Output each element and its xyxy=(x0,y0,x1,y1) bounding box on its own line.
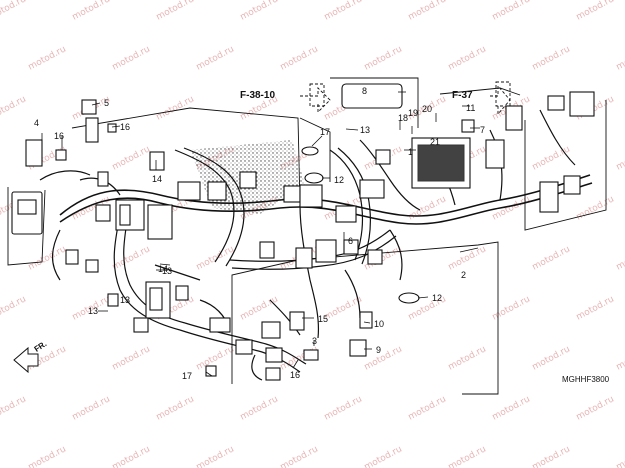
reference-label-left: F-38-10 xyxy=(240,90,276,101)
callout-14: 14 xyxy=(152,174,163,184)
watermark-text: motod.ru xyxy=(0,294,28,322)
callout-15: 15 xyxy=(318,314,329,324)
connectors xyxy=(11,83,595,381)
watermark-text: motod.ru xyxy=(615,444,625,468)
callout-8: 8 xyxy=(362,86,368,96)
watermark-text: motod.ru xyxy=(407,394,448,422)
callout-2: 2 xyxy=(461,270,467,280)
callout-16: 16 xyxy=(120,122,131,132)
callout-21: 21 xyxy=(430,137,441,147)
watermark-text: motod.ru xyxy=(0,94,28,122)
callout-9: 9 xyxy=(376,345,382,355)
watermark-text: motod.ru xyxy=(71,394,112,422)
watermark-text: motod.ru xyxy=(323,394,364,422)
callout-17: 17 xyxy=(320,127,331,137)
watermark-text: motod.ru xyxy=(531,144,572,172)
watermark-text: motod.ru xyxy=(447,244,488,272)
callout-13: 13 xyxy=(162,266,173,276)
callout-3: 3 xyxy=(312,336,318,346)
callout-4: 4 xyxy=(34,118,40,128)
watermark-text: motod.ru xyxy=(239,0,280,23)
callout-10: 10 xyxy=(374,319,385,329)
watermark-text: motod.ru xyxy=(0,0,28,23)
watermark-text: motod.ru xyxy=(407,0,448,23)
watermark-text: motod.ru xyxy=(491,294,532,322)
watermark-text: motod.ru xyxy=(155,0,196,23)
watermark-text: motod.ru xyxy=(195,44,236,72)
callout-7: 7 xyxy=(480,125,486,135)
watermark-text: motod.ru xyxy=(323,0,364,23)
callout-12: 12 xyxy=(432,293,443,303)
watermark-text: motod.ru xyxy=(195,444,236,468)
watermark-text: motod.ru xyxy=(155,394,196,422)
watermark-text: motod.ru xyxy=(447,344,488,372)
watermark-text: motod.ru xyxy=(111,344,152,372)
watermark-text: motod.ru xyxy=(279,44,320,72)
callout-12: 12 xyxy=(334,175,345,185)
watermark-text: motod.ru xyxy=(531,444,572,468)
watermark-text: motod.ru xyxy=(111,444,152,468)
watermark-text: motod.ru xyxy=(575,194,616,222)
watermark-text: motod.ru xyxy=(111,44,152,72)
watermark-text: motod.ru xyxy=(279,444,320,468)
callout-6: 6 xyxy=(348,236,354,246)
watermark-text: motod.ru xyxy=(531,344,572,372)
callout-13: 13 xyxy=(120,295,131,305)
callout-13: 13 xyxy=(360,125,371,135)
watermark-text: motod.ru xyxy=(155,94,196,122)
callout-16: 16 xyxy=(54,131,65,141)
watermark-text: motod.ru xyxy=(363,44,404,72)
watermark-text: motod.ru xyxy=(71,0,112,23)
watermark-text: motod.ru xyxy=(27,44,68,72)
watermark-text: motod.ru xyxy=(615,144,625,172)
watermark-text: motod.ru xyxy=(0,394,28,422)
watermark-text: motod.ru xyxy=(239,294,280,322)
watermark-text: motod.ru xyxy=(575,0,616,23)
watermark-text: motod.ru xyxy=(615,44,625,72)
callout-20: 20 xyxy=(422,104,433,114)
watermark-text: motod.ru xyxy=(615,244,625,272)
callout-19: 19 xyxy=(408,108,419,118)
watermark-text: motod.ru xyxy=(575,294,616,322)
watermark-text: motod.ru xyxy=(363,444,404,468)
watermark-text: motod.ru xyxy=(239,394,280,422)
diagram-code: MGHHF3800 xyxy=(562,375,610,384)
callout-5: 5 xyxy=(104,98,110,108)
reference-label-right: F-37 xyxy=(452,90,473,101)
watermark-text: motod.ru xyxy=(111,244,152,272)
watermark-text: motod.ru xyxy=(575,394,616,422)
callout-leaders xyxy=(41,91,480,377)
watermark-text: motod.ru xyxy=(447,44,488,72)
callout-14: 14 xyxy=(158,264,169,274)
callout-18: 18 xyxy=(398,113,409,123)
watermark-text: motod.ru xyxy=(27,444,68,468)
watermark-text: motod.ru xyxy=(491,394,532,422)
callout-11: 11 xyxy=(466,103,476,113)
watermark-text: motod.ru xyxy=(195,244,236,272)
watermark-text: motod.ru xyxy=(531,244,572,272)
callout-17: 17 xyxy=(182,371,193,381)
watermark-text: motod.ru xyxy=(27,244,68,272)
watermark-text: motod.ru xyxy=(407,194,448,222)
watermark-text: motod.ru xyxy=(111,144,152,172)
watermark-text: motod.ru xyxy=(615,344,625,372)
callout-1: 1 xyxy=(408,147,414,157)
watermark-text: motod.ru xyxy=(447,444,488,468)
callout-13: 13 xyxy=(88,306,99,316)
watermark-text: motod.ru xyxy=(531,44,572,72)
reference-arrows xyxy=(300,81,511,116)
callout-16: 16 xyxy=(290,370,301,380)
watermark-text: motod.ru xyxy=(491,0,532,23)
front-direction-arrow xyxy=(13,346,39,374)
